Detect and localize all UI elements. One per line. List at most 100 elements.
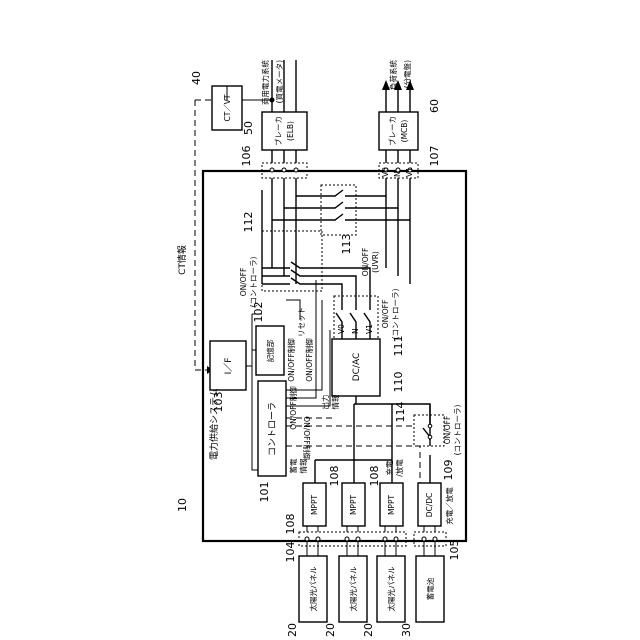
mppt-c: MPPT xyxy=(380,483,403,526)
ref-103: 103 xyxy=(212,392,225,413)
ref-110: 110 xyxy=(392,372,405,393)
dcac-label: DC/AC xyxy=(352,353,362,382)
ref-101: 101 xyxy=(258,482,271,503)
mppt-a-label: MPPT xyxy=(310,495,319,516)
ref-107: 107 xyxy=(428,146,441,167)
pv-panel-a: 太陽光パネル xyxy=(299,556,327,622)
ref-50: 50 xyxy=(242,121,255,135)
ref-20-a: 20 xyxy=(286,623,299,637)
terminal-block-105 xyxy=(414,532,446,546)
dc-bus-right xyxy=(354,404,430,460)
ref-104: 104 xyxy=(284,542,297,563)
ref-105: 105 xyxy=(448,540,461,561)
113-to-load xyxy=(356,178,410,220)
output-info-2: 情報 xyxy=(330,394,340,409)
ref-109: 109 xyxy=(442,460,455,481)
dcac-onoff-ctrl: ON/OFF制御 xyxy=(304,338,314,382)
switch-113-uvr: (UVR) xyxy=(371,251,380,273)
charge-discharge: 充電／放電 xyxy=(444,487,454,525)
memory-label: 記憶部 xyxy=(265,339,275,362)
terminal-107-n: N xyxy=(393,171,402,177)
ref-108: 108 xyxy=(284,514,297,535)
mppt-b-label: MPPT xyxy=(349,495,358,516)
onoff-ctrl-inverted: ON/OFF制御 xyxy=(302,416,312,460)
mppt-a: MPPT xyxy=(303,483,326,526)
pv-panel-a-label: 太陽光パネル xyxy=(308,566,318,611)
grid-label-2: (買電メータ) xyxy=(275,60,284,103)
mppt-c-label: MPPT xyxy=(387,495,396,516)
dcdc-label: DC/DC xyxy=(425,493,434,518)
ref-30: 30 xyxy=(400,623,413,637)
breaker-mcb: ブレーカ (MCB) xyxy=(379,112,418,150)
terminal-block-104 xyxy=(299,532,406,546)
charge-1: 充電 xyxy=(384,460,394,475)
load-label-2: (分電盤) xyxy=(402,60,412,88)
terminal-107-v1: V1 xyxy=(405,167,414,177)
ref-112: 112 xyxy=(242,212,255,233)
dcac-inverter: DC/AC xyxy=(332,339,380,396)
battery: 蓄電池 xyxy=(416,556,444,622)
controller-box: コントローラ xyxy=(258,381,286,476)
breaker-lower-wires xyxy=(272,150,410,163)
load-bus-drop xyxy=(386,196,410,284)
mppt-b: MPPT xyxy=(342,483,365,526)
source-wires xyxy=(307,541,435,556)
switch-111-v1: V1 xyxy=(365,324,374,334)
interface-label: I／F xyxy=(223,358,234,375)
dc-bus xyxy=(315,404,392,460)
switch-112-onoff: ON/OFF xyxy=(239,268,248,297)
output-info-1: 出力 xyxy=(320,395,330,410)
switch-113 xyxy=(321,190,356,220)
switch-111-onoff: ON/OFF xyxy=(381,300,390,329)
switch-113-onoff: ON/OFF xyxy=(361,248,370,277)
interface-box: I／F xyxy=(210,341,246,390)
pv-panel-b: 太陽光パネル xyxy=(339,556,367,622)
switch-114-ctrl: (コントローラ) xyxy=(453,405,462,456)
memory-onoff-ctrl: ON/OFF制御 xyxy=(286,338,296,382)
load-wires xyxy=(386,88,410,112)
switch-112-frame xyxy=(262,231,322,291)
ref-108-b: 108 xyxy=(328,466,341,487)
pv-panel-b-label: 太陽光パネル xyxy=(348,566,358,611)
ref-114: 114 xyxy=(394,402,407,423)
breaker-mcb-label: ブレーカ xyxy=(387,116,397,146)
ref-20-b: 20 xyxy=(324,623,337,637)
ref-106: 106 xyxy=(240,146,253,167)
controller-label: コントローラ xyxy=(267,402,278,456)
ref-102: 102 xyxy=(252,302,265,323)
ref-40: 40 xyxy=(190,71,203,85)
pv-panel-c: 太陽光パネル xyxy=(377,556,405,622)
switch-114-onoff: ON/OFF xyxy=(443,416,452,445)
battery-label: 蓄電池 xyxy=(425,577,435,600)
terminal-wires xyxy=(307,526,435,532)
grid-label-1: 商用電力系統 xyxy=(260,60,270,105)
storage-info-1: 蓄電 xyxy=(288,458,298,473)
ref-60: 60 xyxy=(428,99,441,113)
ref-111: 111 xyxy=(392,336,405,357)
switch-111-v0: V0 xyxy=(337,324,346,334)
charge-2: /放電 xyxy=(394,459,404,477)
memory-box: 記憶部 xyxy=(256,326,284,375)
ct-info-label: CT情報 xyxy=(176,245,188,275)
switch-111-n: N xyxy=(351,328,360,334)
ref-108-c: 108 xyxy=(368,466,381,487)
switch-112 xyxy=(262,262,322,284)
switch-112-ctrl: (コントローラ) xyxy=(249,257,258,308)
pv-panel-c-label: 太陽光パネル xyxy=(386,566,396,611)
breaker-elb-type: (ELB) xyxy=(286,121,295,141)
terminal-107-v0: V0 xyxy=(381,167,390,177)
reset-label: リセット xyxy=(297,307,306,337)
switch-111-ctrl: (コントローラ) xyxy=(391,289,400,340)
breaker-elb-label: ブレーカ xyxy=(273,116,283,146)
dcdc-converter: DC/DC xyxy=(418,483,441,526)
switch-114-frame xyxy=(414,415,444,446)
ref-10: 10 xyxy=(176,498,189,512)
storage-info-2: 情報 xyxy=(298,458,308,473)
ref-20-c: 20 xyxy=(362,623,375,637)
breaker-mcb-type: (MCB) xyxy=(400,120,409,143)
breaker-elb: ブレーカ (ELB) xyxy=(262,112,307,150)
ref-113: 113 xyxy=(340,234,353,255)
controller-onoff-ctrl: ON/OFF制御 xyxy=(288,386,298,430)
